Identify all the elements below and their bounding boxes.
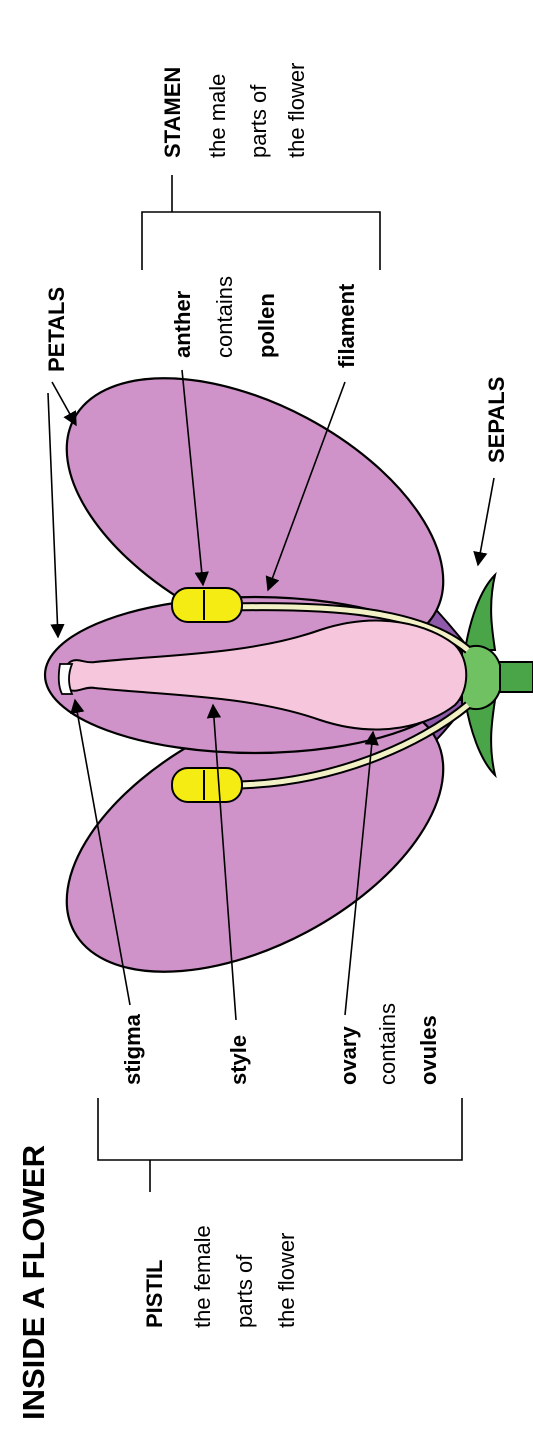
pistil-desc-line1: the female (190, 1225, 215, 1328)
sepals-label: SEPALS (484, 377, 509, 463)
pistil-heading: PISTIL (142, 1260, 167, 1328)
sepal-top (465, 575, 495, 650)
ovules-label: ovules (416, 1015, 441, 1085)
pistil-desc-line3: the flower (274, 1233, 299, 1328)
anther-top (172, 588, 242, 622)
anther-label: anther (170, 290, 195, 358)
filament-label: filament (334, 283, 359, 368)
anther-contains-label: contains (212, 276, 237, 358)
sepal-bottom (465, 700, 495, 775)
stamen-desc-line1: the male (205, 74, 230, 158)
petals-leader-top (52, 382, 76, 425)
stamen-desc-line2: parts of (246, 84, 271, 158)
anther-bottom (172, 768, 242, 802)
sepal-center (462, 646, 500, 709)
sepals-leader (478, 478, 494, 565)
stamen-desc-line3: the flower (284, 63, 309, 158)
pollen-label: pollen (254, 293, 279, 358)
pistil-bracket (98, 1098, 462, 1160)
flower-illustration (22, 322, 533, 1029)
petals-leader-middle (48, 393, 58, 637)
ovary-label: ovary (336, 1026, 361, 1085)
stamen-heading: STAMEN (160, 67, 185, 158)
diagram-title: INSIDE A FLOWER (16, 1145, 51, 1420)
stigma-label: stigma (120, 1013, 145, 1085)
petals-label: PETALS (44, 287, 69, 372)
style-label: style (226, 1035, 251, 1085)
pistil-desc-line2: parts of (232, 1254, 257, 1328)
ovary-contains-label: contains (375, 1003, 400, 1085)
stamen-bracket (142, 212, 380, 270)
